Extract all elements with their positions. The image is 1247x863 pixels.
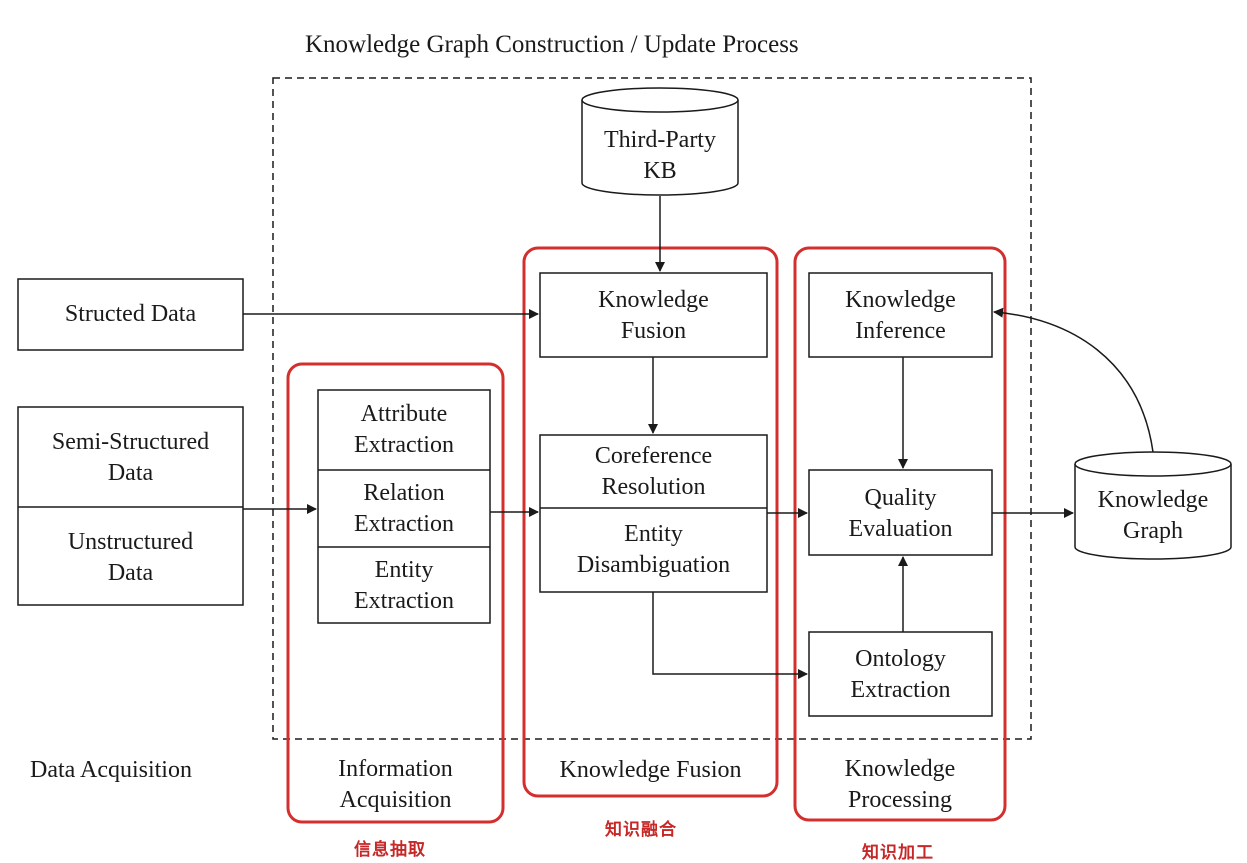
- processing-highlight: [793, 246, 1007, 822]
- semi-unstructured-box: [17, 406, 244, 606]
- diagram-title: Knowledge Graph Construction / Update Pr…: [305, 31, 799, 58]
- entity-disambiguation-label: Entity Disambiguation: [576, 521, 731, 578]
- quality-evaluation-box: [808, 469, 993, 556]
- knowledge-fusion-label: Knowledge Fusion: [598, 287, 709, 344]
- relation-extraction-label: Relation Extraction: [354, 480, 454, 537]
- third-party-kb-cylinder: [581, 87, 739, 196]
- quality-evaluation-label: Quality Evaluation: [848, 484, 953, 542]
- cn-label-knowledge-fusion: 知识融合: [605, 820, 677, 840]
- structured-data-box: [17, 278, 244, 351]
- structured-data-label: Structed Data: [64, 301, 197, 327]
- info-extraction-stack: [317, 389, 491, 624]
- info-extraction-highlight: [286, 362, 505, 824]
- cn-label-information-extraction: 信息抽取: [354, 840, 426, 860]
- knowledge-inference-label: Knowledge Inference: [845, 287, 956, 344]
- arrow-disamb-to-ontology: [652, 592, 808, 679]
- process-boundary: [272, 77, 1032, 740]
- stage-information-acquisition: Information Acquisition: [338, 756, 453, 813]
- unstructured-data-label: Unstructured Data: [67, 529, 194, 586]
- stage-data-acquisition: Data Acquisition: [30, 756, 192, 783]
- knowledge-graph-label: Knowledge Graph: [1097, 487, 1209, 544]
- ontology-extraction-label: Ontology Extraction: [850, 646, 951, 703]
- semi-structured-data-label: Semi-Structured Data: [51, 429, 210, 486]
- third-party-kb-label: Third-Party KB: [604, 127, 716, 184]
- arrow-graph-to-inference: [993, 307, 1154, 453]
- knowledge-inference-box: [808, 272, 993, 358]
- cn-label-knowledge-processing: 知识加工: [862, 843, 934, 863]
- ontology-extraction-box: [808, 631, 993, 717]
- knowledge-graph-cylinder: [1074, 451, 1232, 560]
- coreference-resolution-label: Coreference Resolution: [594, 443, 713, 500]
- stage-knowledge-processing: Knowledge Processing: [844, 756, 956, 813]
- stage-knowledge-fusion: Knowledge Fusion: [559, 756, 742, 783]
- fusion-highlight: [522, 246, 779, 798]
- entity-extraction-label: Entity Extraction: [354, 557, 454, 614]
- coref-disamb-box: [539, 434, 768, 593]
- attribute-extraction-label: Attribute Extraction: [354, 401, 454, 458]
